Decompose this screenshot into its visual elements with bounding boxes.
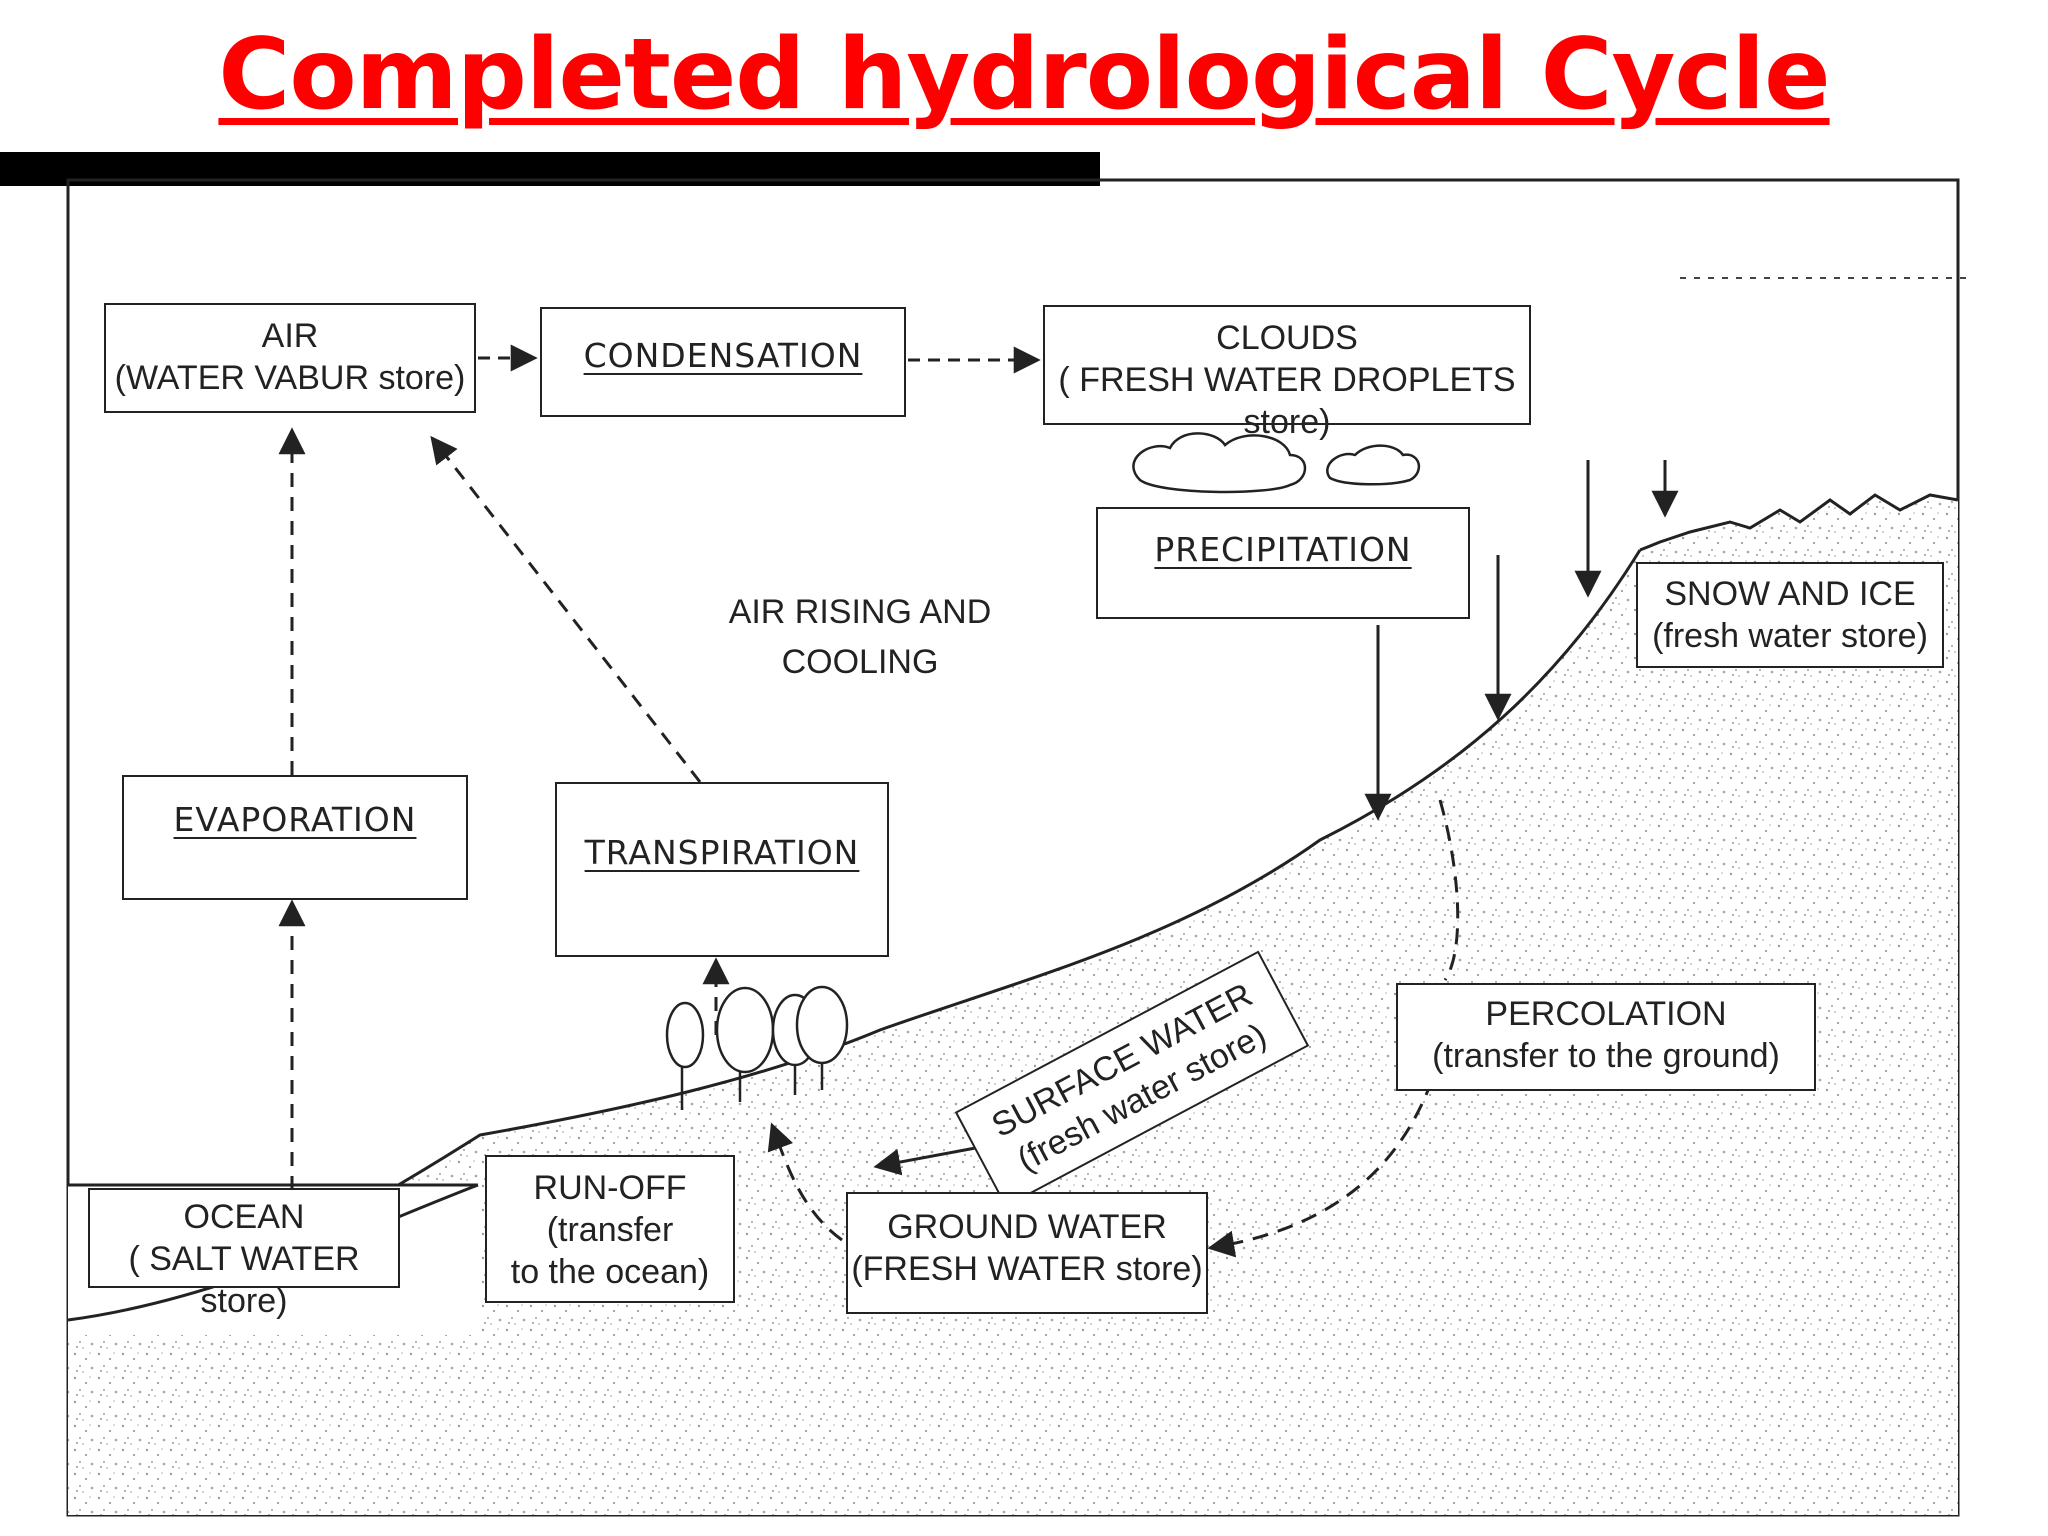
ground-water-box-title: GROUND WATER <box>887 1208 1167 1246</box>
clouds-store-box: CLOUDS ( FRESH WATER DROPLETS store) <box>1043 305 1531 441</box>
air-box-subtitle: (WATER VABUR store) <box>114 359 466 397</box>
percolation-box-title: PERCOLATION <box>1485 995 1727 1033</box>
precipitation-label: PRECIPITATION <box>1154 530 1412 569</box>
transpiration-box: TRANSPIRATION <box>555 782 889 957</box>
snow-ice-store-box: SNOW AND ICE (fresh water store) <box>1636 562 1944 668</box>
air-rising-line1: AIR RISING AND <box>728 593 992 631</box>
cloud-shape-large <box>1132 432 1307 494</box>
arrow-surface-to-percolation <box>1438 799 1460 981</box>
air-box-title: AIR <box>261 317 319 355</box>
ground-water-box-subtitle: (FRESH WATER store) <box>851 1250 1203 1288</box>
percolation-box-subtitle: (transfer to the ground) <box>1432 1037 1780 1075</box>
percolation-box: PERCOLATION (transfer to the ground) <box>1396 983 1816 1091</box>
arrow-surface-to-trees <box>873 1144 985 1176</box>
condensation-box: CONDENSATION <box>540 307 906 417</box>
air-store-box: AIR (WATER VABUR store) <box>104 303 476 413</box>
clouds-box-title: CLOUDS <box>1216 319 1358 357</box>
ground-water-store-box: GROUND WATER (FRESH WATER store) <box>846 1192 1208 1314</box>
run-off-box-title: RUN-OFF <box>533 1169 687 1207</box>
ocean-box-title: OCEAN <box>183 1198 305 1236</box>
air-rising-line2: COOLING <box>781 643 939 681</box>
run-off-box-line3: to the ocean) <box>510 1253 710 1291</box>
snow-ice-box-title: SNOW AND ICE <box>1664 575 1916 613</box>
evaporation-box: EVAPORATION <box>122 775 468 900</box>
transpiration-label: TRANSPIRATION <box>584 833 860 872</box>
snow-ice-box-subtitle: (fresh water store) <box>1652 617 1928 655</box>
ocean-box-subtitle: ( SALT WATER store) <box>128 1240 360 1320</box>
run-off-box: RUN-OFF (transfer to the ocean) <box>485 1155 735 1303</box>
condensation-label: CONDENSATION <box>583 336 863 375</box>
run-off-box-line2: (transfer <box>546 1211 674 1249</box>
ocean-store-box: OCEAN ( SALT WATER store) <box>88 1188 400 1320</box>
cloud-shape-small <box>1326 444 1421 486</box>
arrow-transpiration-to-air <box>430 435 702 783</box>
evaporation-label: EVAPORATION <box>173 800 417 839</box>
precipitation-box: PRECIPITATION <box>1096 507 1470 619</box>
hydrological-cycle-diagram: AIR (WATER VABUR store) CONDENSATION CLO… <box>0 150 2048 1536</box>
air-rising-label: AIR RISING AND COOLING <box>660 587 1060 687</box>
arrow-percolation-to-groundwater <box>1207 1079 1434 1258</box>
mountain-ridge <box>1639 493 1959 552</box>
clouds-box-subtitle: ( FRESH WATER DROPLETS store) <box>1058 361 1516 441</box>
page-title: Completed hydrological Cycle <box>218 18 1830 132</box>
tree-group-icon <box>665 985 849 1110</box>
